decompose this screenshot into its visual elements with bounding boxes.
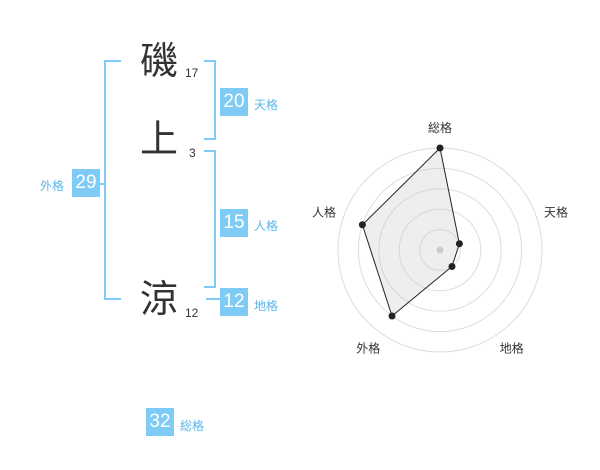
radar-center (436, 246, 444, 254)
jinkaku-label: 人格 (254, 219, 279, 233)
stroke-count-2: 3 (189, 146, 196, 160)
chikaku-bracket-connector (206, 298, 220, 300)
radar-point-3 (448, 263, 456, 271)
radar-axis-label-1: 総格 (428, 120, 452, 135)
chikaku-value: 12 (220, 288, 248, 316)
radar-point-1 (436, 144, 444, 152)
stroke-count-1: 17 (185, 66, 199, 80)
radar-axis-label-2: 天格 (544, 204, 568, 219)
radar-point-2 (455, 240, 463, 248)
jinkaku-bracket (204, 150, 216, 288)
chikaku-label: 地格 (254, 299, 279, 313)
radar-axis-label-5: 人格 (312, 204, 336, 219)
radar-point-5 (358, 221, 366, 229)
soukaku-value: 32 (146, 408, 174, 436)
radar-axis-label-3: 地格 (500, 341, 524, 356)
name-char-1: 磯 (140, 39, 179, 83)
gaikaku-label: 外格 (40, 179, 65, 193)
tenkaku-label: 天格 (254, 98, 279, 112)
radar-area (361, 146, 460, 317)
name-char-3: 涼 (140, 277, 179, 321)
tenkaku-bracket (204, 60, 216, 140)
name-char-2: 上 (140, 117, 179, 161)
gaikaku-value: 29 (72, 169, 100, 197)
radar-point-4 (388, 312, 396, 320)
gaikaku-bracket-connector (100, 183, 106, 185)
jinkaku-value: 15 (220, 209, 248, 237)
tenkaku-value: 20 (220, 88, 248, 116)
radar-axis-label-4: 外格 (356, 341, 380, 356)
soukaku-label: 総格 (180, 419, 205, 433)
gaikaku-bracket (104, 60, 121, 300)
stroke-count-3: 12 (185, 306, 199, 320)
